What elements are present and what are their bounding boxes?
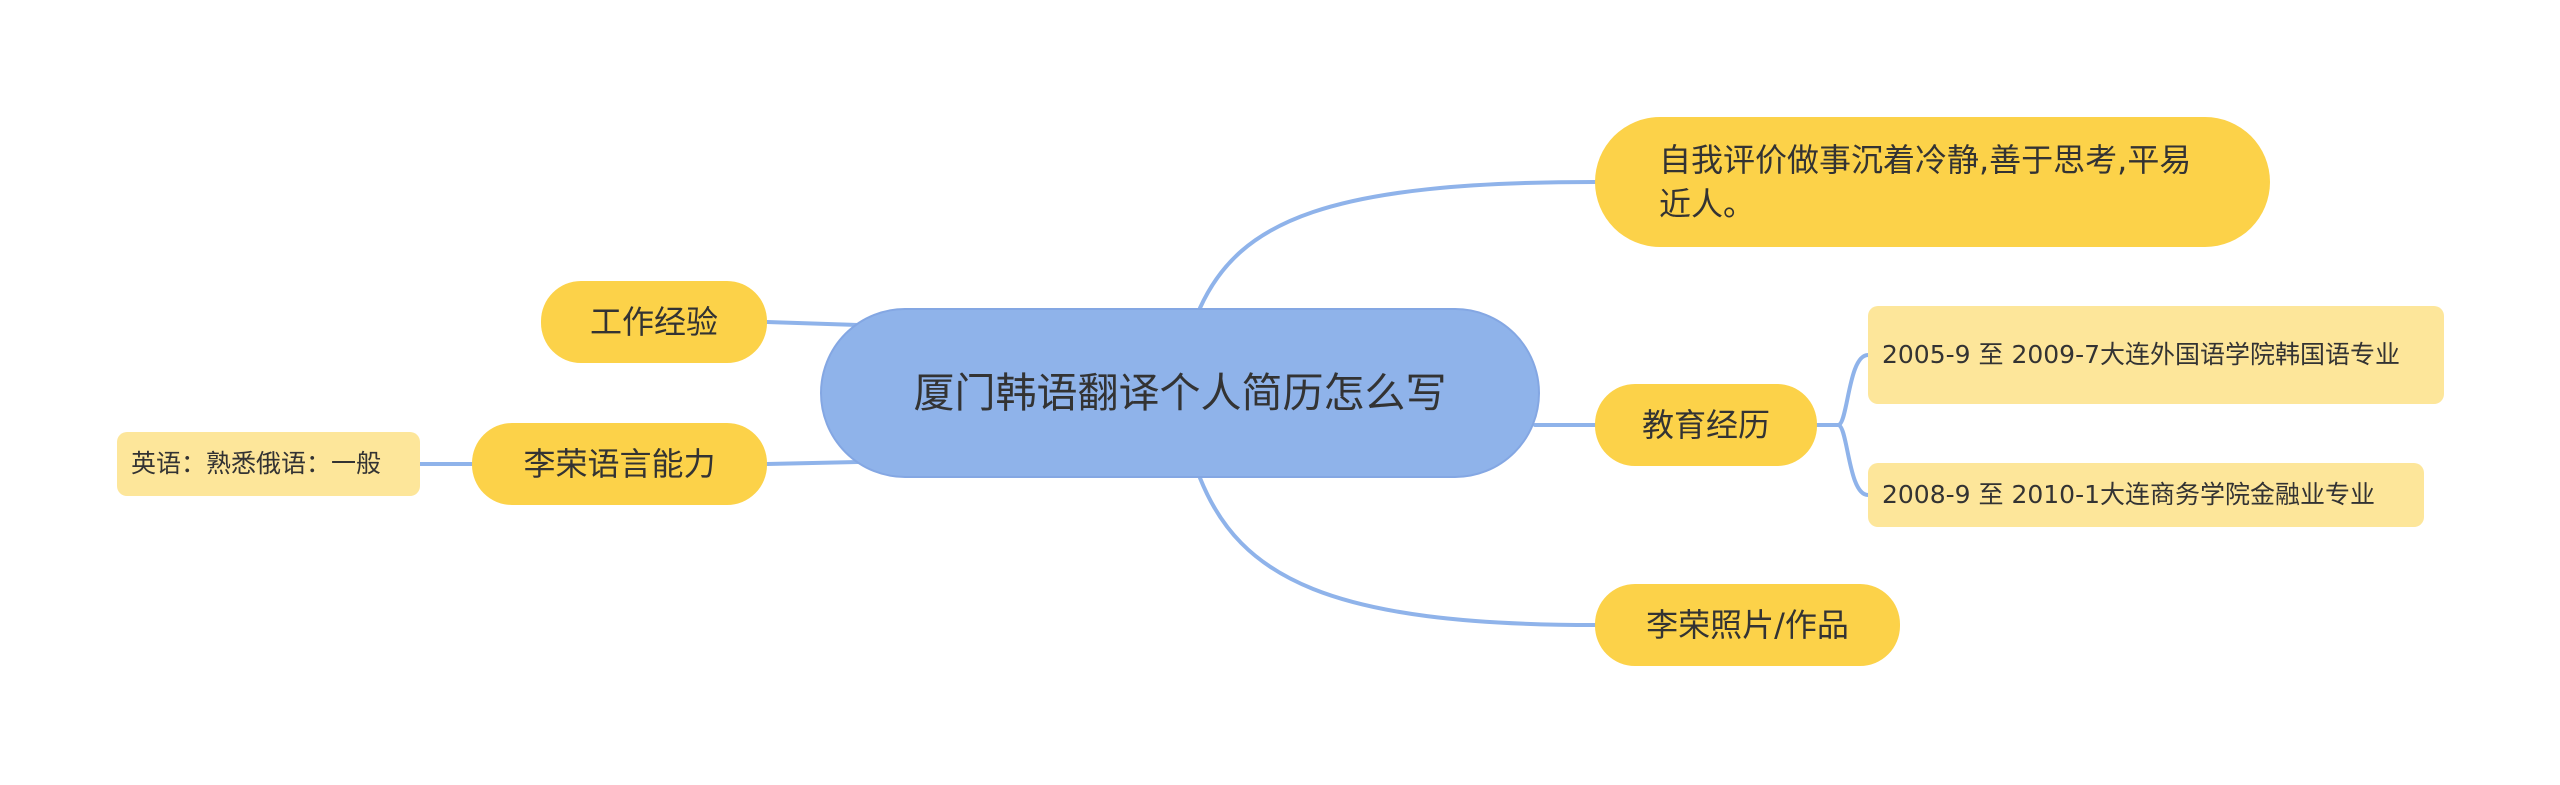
leaf-language-ability-1-label: 英语：熟悉俄语：一般 [131, 449, 382, 478]
branch-language-ability-label: 李荣语言能力 [523, 445, 716, 483]
leaf-education-1-label: 2005-9 至 2009-7大连外国语学院韩国语专业 [1882, 340, 2400, 369]
root-topic-label: 厦门韩语翻译个人简历怎么写 [913, 368, 1447, 417]
leaf-language-ability-1[interactable]: 英语：熟悉俄语：一般 [117, 432, 420, 496]
branch-education-label: 教育经历 [1641, 406, 1770, 444]
branch-language-ability[interactable]: 李荣语言能力 [472, 423, 767, 505]
branch-work-experience-label: 工作经验 [589, 303, 718, 341]
connector-education-leaf-2 [1836, 423, 1870, 497]
branch-self-evaluation[interactable]: 自我评价做事沉着冷静,善于思考,平易近人。 [1595, 117, 2270, 247]
leaf-education-2-label: 2008-9 至 2010-1大连商务学院金融业专业 [1882, 480, 2375, 509]
branch-photo-works[interactable]: 李荣照片/作品 [1595, 584, 1900, 666]
branch-education[interactable]: 教育经历 [1595, 384, 1817, 466]
connector-language-ability [765, 460, 860, 466]
root-topic[interactable]: 厦门韩语翻译个人简历怎么写 [820, 308, 1540, 478]
leaf-education-2[interactable]: 2008-9 至 2010-1大连商务学院金融业专业 [1868, 463, 2424, 527]
connector-self-evaluation [1198, 180, 1597, 310]
branch-photo-works-label: 李荣照片/作品 [1646, 606, 1849, 644]
leaf-education-1[interactable]: 2005-9 至 2009-7大连外国语学院韩国语专业 [1868, 306, 2444, 404]
branch-work-experience[interactable]: 工作经验 [541, 281, 767, 363]
branch-self-evaluation-label: 自我评价做事沉着冷静,善于思考,平易近人。 [1659, 141, 2192, 223]
connector-work-experience [765, 320, 860, 327]
connector-photo-works [1198, 476, 1597, 627]
connector-education-leaf-1 [1815, 353, 1870, 427]
